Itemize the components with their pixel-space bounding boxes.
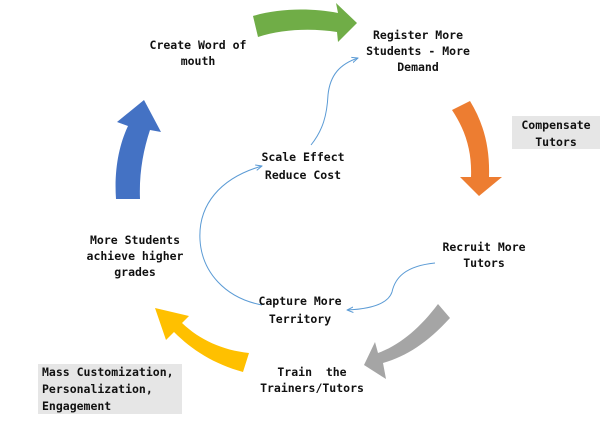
label-train-trainers: Train the Trainers/Tutors xyxy=(260,365,364,395)
label-register-more-students: Register More Students - More Demand xyxy=(366,28,470,74)
label-create-word-of-mouth: Create Word of mouth xyxy=(149,38,247,68)
connector-scale-to-register xyxy=(310,58,358,146)
orange-cycle-arrow xyxy=(452,101,502,196)
label-recruit-more-tutors: Recruit More Tutors xyxy=(442,240,526,270)
label-capture-territory: Capture More Territory xyxy=(258,294,342,326)
label-scale-effect: Scale Effect Reduce Cost xyxy=(261,150,345,182)
connector-capture-to-scale xyxy=(199,166,262,306)
yellow-cycle-arrow xyxy=(155,308,249,372)
green-cycle-arrow xyxy=(253,3,357,42)
gray-cycle-arrow xyxy=(364,304,450,379)
label-more-students-grades: More Students achieve higher grades xyxy=(86,233,184,279)
note-mass-customization: Mass Customization, Personalization, Eng… xyxy=(38,364,182,414)
connector-recruit-to-capture xyxy=(347,262,436,310)
note-compensate-tutors: Compensate Tutors xyxy=(512,116,600,149)
blue-cycle-arrow xyxy=(115,100,161,199)
